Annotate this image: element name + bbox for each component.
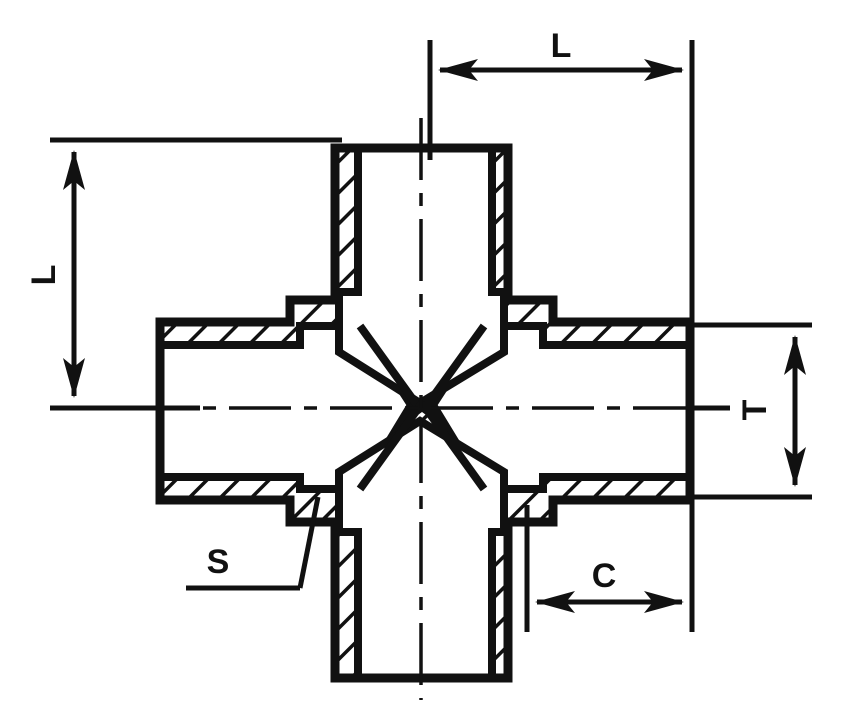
top-dim-label: L (551, 27, 572, 65)
right-dim-label: T (736, 399, 774, 420)
centerlines (128, 118, 730, 700)
s-leader-line (297, 496, 321, 589)
bottom-socket-dimension: C (524, 330, 695, 632)
right-thickness-dimension: T (688, 322, 812, 500)
wall-thickness-callout: S (186, 496, 321, 591)
left-length-dimension: L (25, 137, 342, 411)
center-convergence-lines (356, 323, 488, 492)
left-dim-label: L (25, 265, 63, 286)
s-callout-label: S (207, 543, 230, 581)
bottom-dim-label: C (592, 557, 617, 595)
top-length-dimension: L (427, 27, 695, 330)
